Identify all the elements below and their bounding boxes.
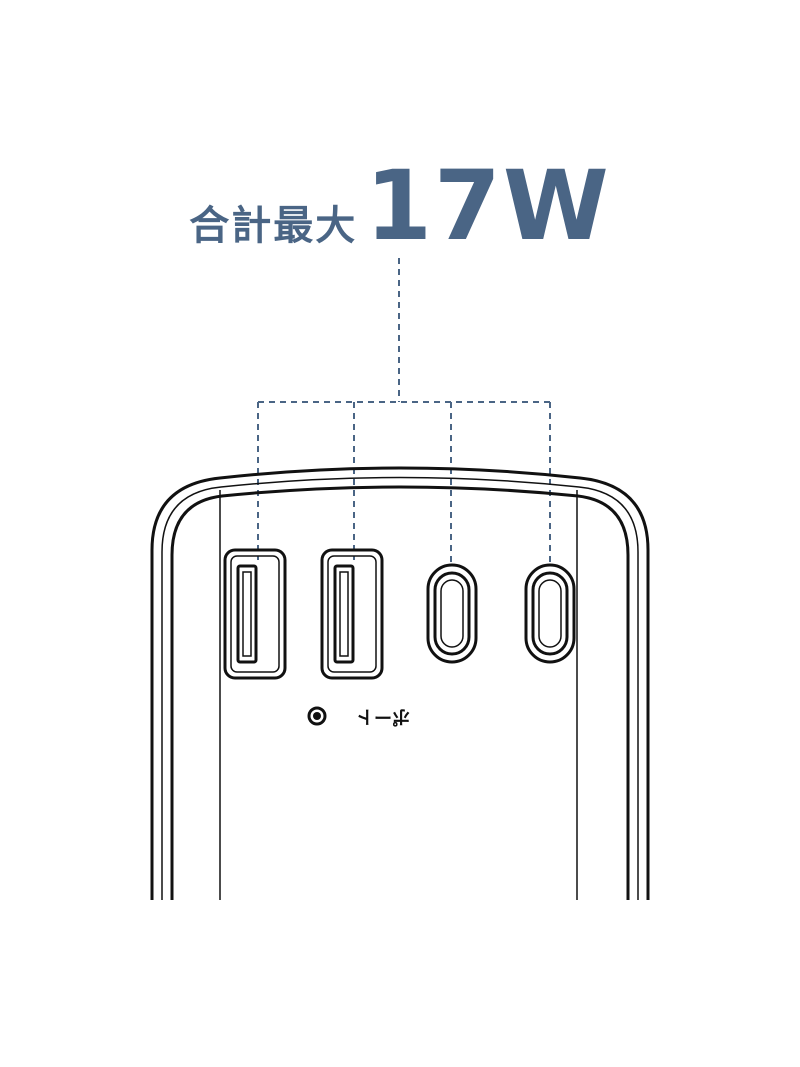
headline-label: 合計最大 (189, 203, 358, 249)
headline: 合計最大17W (0, 150, 800, 262)
device-inner-edge (170, 485, 630, 900)
port-label: ポート (356, 706, 410, 728)
usb-a-port (320, 548, 384, 680)
indicator-led-icon (307, 706, 327, 726)
device-outer-edge (150, 466, 650, 900)
port-indicator (307, 706, 327, 726)
usb-a-port (223, 548, 287, 680)
headline-value: 17W (365, 150, 611, 262)
usb-c-port (524, 563, 576, 664)
connector-lines (257, 258, 551, 565)
device-mid-edge (161, 476, 639, 900)
device-body (150, 466, 650, 900)
usb-c-port (426, 563, 478, 664)
